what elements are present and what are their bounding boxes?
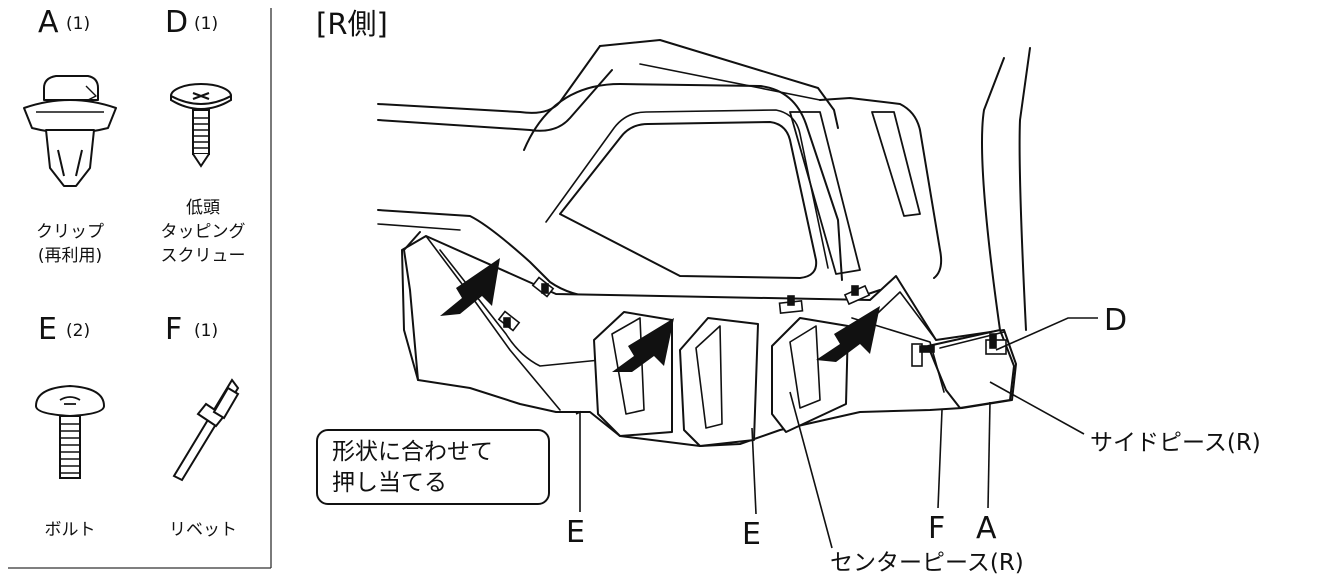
instruction-note: 形状に合わせて 押し当てる (316, 429, 550, 505)
fastener-top-1 (531, 276, 555, 298)
part-f-letter: F (165, 312, 183, 347)
part-f-qty: (1) (194, 321, 219, 341)
push-arrows (440, 258, 880, 372)
clip-icon (23, 75, 117, 187)
note-line-1: 形状に合わせて (332, 439, 493, 465)
fastener-marks (497, 276, 1007, 367)
leader-side-piece (989, 381, 1085, 435)
part-d-label-line1: 低頭 (186, 198, 220, 218)
part-d-letter: D (165, 5, 189, 40)
fastener-top-3 (843, 284, 871, 306)
part-d-label: 低頭 タッピング スクリュー (142, 196, 264, 268)
callout-e-left: E (566, 515, 585, 550)
push-arrow-2 (612, 318, 674, 372)
bolt-icon (34, 384, 106, 479)
part-d-label-line2: タッピング (160, 222, 246, 242)
part-e-letter: E (38, 312, 57, 347)
part-e-label: ボルト (44, 520, 96, 540)
part-d-label-line3: スクリュー (160, 246, 246, 266)
push-arrow-1 (440, 258, 500, 316)
rivet-icon (172, 378, 240, 482)
callout-side-piece: サイドピース(R) (1090, 430, 1261, 456)
callout-d: D (1104, 303, 1128, 338)
leader-center-piece (789, 391, 833, 549)
push-arrow-3 (816, 306, 880, 362)
note-line-2: 押し当てる (332, 470, 447, 496)
vehicle-rear-drawing (377, 39, 1031, 447)
fastener-top-2 (778, 295, 804, 315)
section-title: [R側] (316, 7, 388, 41)
screw-icon (170, 83, 232, 168)
leader-lines (575, 317, 1098, 549)
leader-a (987, 401, 991, 509)
leader-e-left (575, 410, 581, 512)
part-a-label-line2: (再利用) (37, 246, 103, 266)
callout-a: A (976, 511, 997, 546)
fastener-e-left (497, 310, 521, 332)
part-d-qty: (1) (194, 14, 219, 34)
part-e-qty: (2) (66, 321, 91, 341)
callout-center-piece: センターピース(R) (830, 550, 1024, 576)
leader-e-mid (751, 427, 757, 515)
part-a-qty: (1) (66, 14, 91, 34)
part-a-label-line1: クリップ (36, 222, 104, 242)
callout-e-mid: E (742, 517, 761, 552)
part-a-letter: A (38, 5, 59, 40)
part-f-label: リベット (169, 520, 237, 540)
callout-f: F (928, 511, 946, 546)
leader-d (995, 317, 1098, 351)
fastener-f (911, 343, 935, 367)
part-a-label: クリップ (再利用) (8, 220, 132, 268)
fastener-d (985, 333, 1007, 355)
leader-f (937, 409, 943, 509)
